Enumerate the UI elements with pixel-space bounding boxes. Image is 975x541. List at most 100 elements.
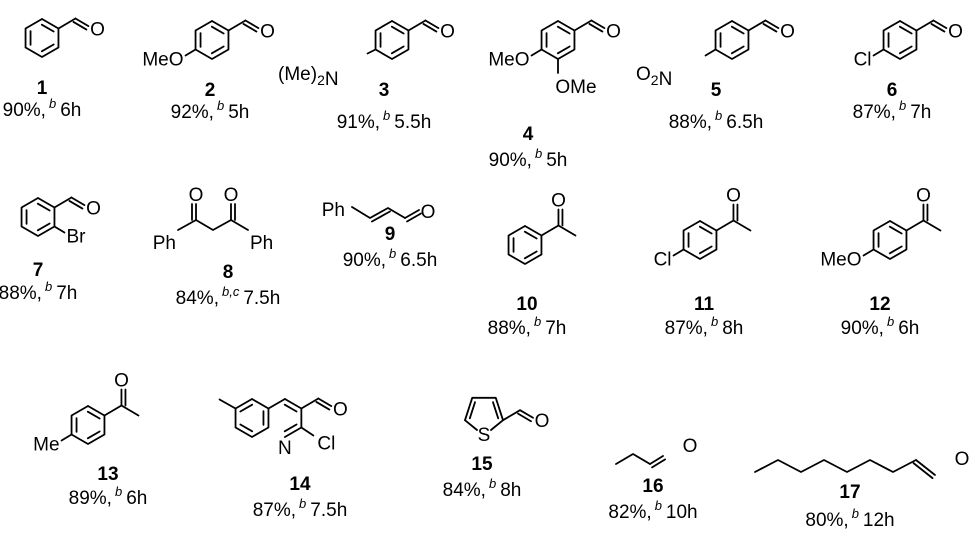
methoxy-label: OMe (555, 77, 596, 98)
structure-5: O O2N (636, 19, 795, 90)
compound-number: 5 (711, 80, 722, 101)
compound-number: 12 (869, 294, 890, 315)
methoxy-label: MeO (488, 50, 529, 71)
compound-number: 3 (379, 80, 390, 101)
compound-number: 6 (887, 80, 898, 101)
oxygen-atom: O (333, 400, 348, 421)
compound-number: 8 (223, 262, 234, 283)
structure-6: O Cl (854, 19, 963, 71)
structure-10: O (507, 191, 577, 265)
compound-number: 13 (97, 464, 118, 485)
compound-number: 14 (289, 474, 311, 495)
structure-7: OBr (20, 196, 101, 248)
structure-14: O Cl N (218, 397, 348, 459)
oxygen-atom: O (955, 449, 970, 470)
structure-4: O MeO OMe (488, 19, 621, 98)
compound-number: 2 (205, 80, 216, 101)
structure-13: O Me (33, 371, 140, 456)
structure-16: O (615, 436, 698, 469)
oxygen-atom: O (551, 191, 566, 212)
structure-2: O MeO (142, 19, 275, 71)
nitro-label: O2N (636, 64, 672, 90)
oxygen-atom: O (535, 411, 550, 432)
structure-3: O (Me)2N (278, 19, 455, 90)
oxygen-atom: O (948, 22, 963, 43)
oxygen-atom: O (114, 371, 129, 392)
structure-15: SO (464, 396, 550, 446)
oxygen-atom: O (189, 185, 204, 206)
methyl-label: Me (33, 435, 59, 456)
structure-11: OCl (654, 186, 752, 271)
compound-number: 16 (642, 476, 663, 497)
chloro-label: Cl (854, 50, 872, 71)
oxygen-atom: O (440, 22, 455, 43)
compound-number: 10 (516, 294, 537, 315)
structure-9: Ph O (322, 200, 436, 223)
oxygen-atom: O (916, 186, 931, 207)
structure-17: O (754, 449, 970, 480)
chloro-label: Cl (317, 434, 335, 455)
methoxy-label: MeO (820, 250, 861, 271)
oxygen-atom: O (90, 20, 105, 41)
dimethylamino-label: (Me)2N (278, 64, 339, 90)
oxygen-atom: O (86, 199, 101, 220)
phenyl-label: Ph (250, 233, 273, 254)
structure-1: O (24, 17, 105, 58)
nitrogen-atom: N (278, 438, 292, 459)
oxygen-atom: O (683, 436, 698, 457)
sulfur-atom: S (478, 425, 491, 446)
oxygen-atom: O (224, 185, 239, 206)
bromo-label: Br (66, 227, 86, 248)
compound-number: 9 (385, 224, 396, 245)
compound-number: 7 (33, 260, 44, 281)
compound-number: 11 (694, 294, 715, 315)
compound-number: 4 (523, 124, 534, 145)
oxygen-atom: O (260, 22, 275, 43)
oxygen-atom: O (726, 186, 741, 207)
compound-number: 15 (471, 454, 493, 475)
phenyl-label: Ph (322, 200, 345, 221)
oxygen-atom: O (780, 22, 795, 43)
compound-number: 1 (37, 78, 48, 99)
oxygen-atom: O (606, 22, 621, 43)
oxygen-atom: O (421, 202, 436, 223)
structure-12: O MeO (820, 186, 942, 271)
compound-number: 17 (839, 482, 860, 503)
methoxy-label: MeO (142, 50, 183, 71)
